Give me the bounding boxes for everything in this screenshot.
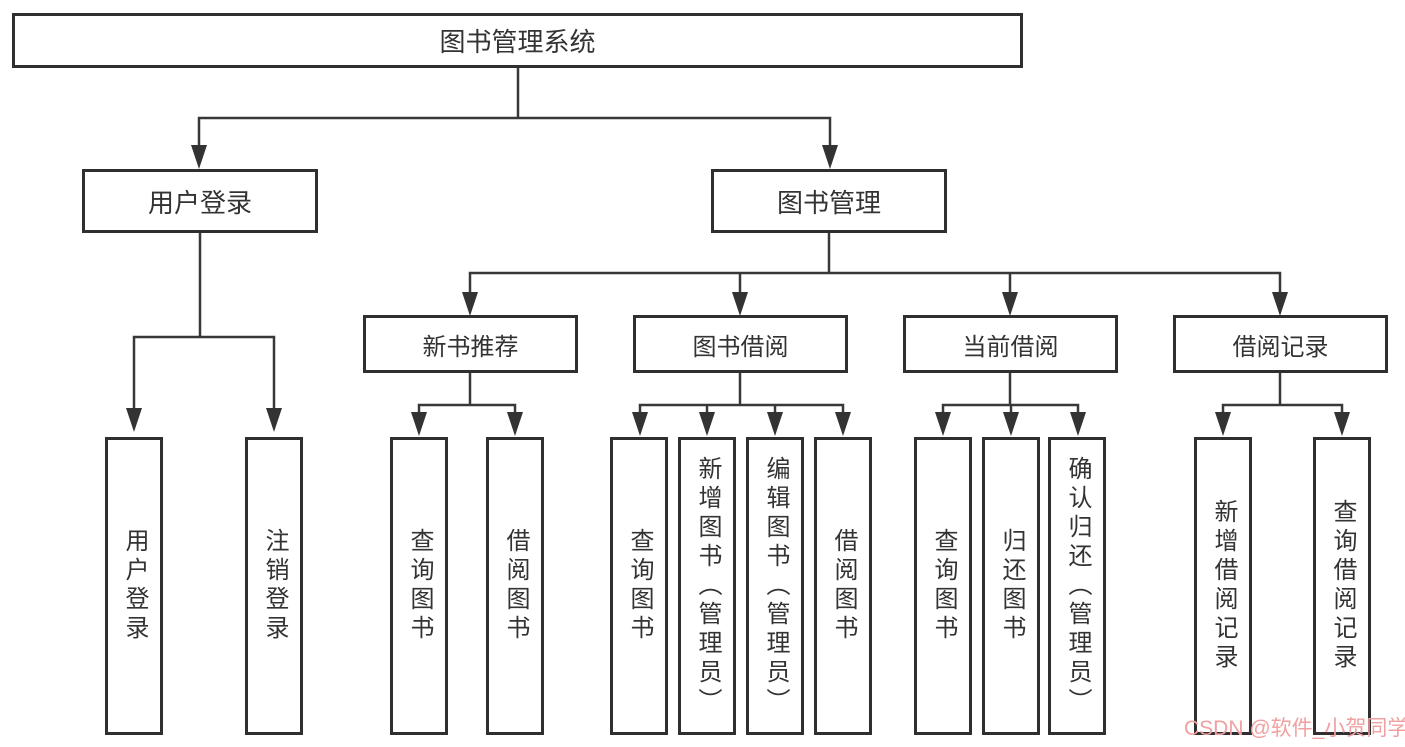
arrowhead-icon [191, 145, 207, 169]
arrowhead-icon [1003, 412, 1019, 436]
arrowhead-icon [767, 412, 783, 436]
node-borrow-record: 借阅记录 [1173, 315, 1388, 373]
arrowhead-icon [935, 412, 951, 436]
node-leaf-confirm-return-admin: 确认归还（管理员） [1048, 437, 1106, 735]
node-label: 确认归还（管理员） [1064, 455, 1091, 717]
node-label: 查询图书 [626, 528, 653, 644]
node-book-borrow: 图书借阅 [633, 315, 848, 373]
node-label: 查询图书 [406, 528, 433, 644]
node-new-book-recommend: 新书推荐 [363, 315, 578, 373]
node-leaf-add-borrow-record: 新增借阅记录 [1194, 437, 1252, 735]
node-label: 查询图书 [930, 528, 957, 644]
arrowheads [126, 145, 1350, 436]
node-label: 注销登录 [261, 528, 288, 644]
node-label: 新增借阅记录 [1210, 499, 1237, 673]
csdn-watermark: CSDN @软件_小贺同学 [1184, 717, 1405, 740]
node-label: 编辑图书（管理员） [762, 455, 789, 717]
node-leaf-return-books: 归还图书 [982, 437, 1040, 735]
node-label: 图书借阅 [692, 333, 789, 361]
node-leaf-edit-books-admin: 编辑图书（管理员） [746, 437, 804, 735]
arrowhead-icon [732, 292, 748, 316]
arrowhead-icon [699, 412, 715, 436]
connector-newbook-branch [417, 403, 517, 413]
node-label: 借阅记录 [1232, 333, 1329, 361]
arrowhead-icon [411, 412, 427, 436]
node-leaf-borrow-books: 借阅图书 [814, 437, 872, 735]
connector-level3-branch [468, 271, 1282, 293]
connector-borrow-branch [638, 403, 845, 413]
arrowhead-icon [632, 412, 648, 436]
arrowhead-icon [507, 412, 523, 436]
node-label: 新书推荐 [422, 333, 519, 361]
node-leaf-query-books-current: 查询图书 [914, 437, 972, 735]
node-leaf-logout: 注销登录 [245, 437, 303, 735]
node-leaf-query-borrow-record: 查询借阅记录 [1313, 437, 1371, 735]
node-book-management: 图书管理 [711, 169, 947, 233]
arrowhead-icon [462, 292, 478, 316]
node-label: 当前借阅 [962, 333, 1059, 361]
node-label: 借阅图书 [502, 528, 529, 644]
node-label: 图书管理 [776, 187, 881, 218]
node-label: 新增图书（管理员） [694, 455, 721, 717]
arrowhead-icon [126, 408, 142, 432]
node-leaf-add-books-admin: 新增图书（管理员） [678, 437, 736, 735]
arrowhead-icon [1334, 412, 1350, 436]
arrowhead-icon [822, 145, 838, 169]
node-label: 用户登录 [147, 187, 252, 218]
connector-level2-branch [197, 116, 832, 146]
arrowhead-icon [835, 412, 851, 436]
node-label: 用户登录 [121, 528, 148, 644]
node-label: 图书管理系统 [439, 27, 596, 57]
node-root: 图书管理系统 [12, 13, 1023, 68]
arrowhead-icon [1002, 292, 1018, 316]
node-label: 借阅图书 [830, 528, 857, 644]
connector-login-branch [132, 335, 276, 409]
node-user-login: 用户登录 [82, 169, 318, 233]
node-leaf-user-login: 用户登录 [105, 437, 163, 735]
node-label: 归还图书 [998, 528, 1025, 644]
node-label: 查询借阅记录 [1329, 499, 1356, 673]
arrowhead-icon [1070, 412, 1086, 436]
connector-record-branch [1221, 403, 1344, 413]
node-leaf-query-books-borrow: 查询图书 [610, 437, 668, 735]
node-current-borrow: 当前借阅 [903, 315, 1118, 373]
arrowhead-icon [1215, 412, 1231, 436]
node-leaf-borrow-books-newbook: 借阅图书 [486, 437, 544, 735]
arrowhead-icon [1272, 292, 1288, 316]
node-leaf-query-books-newbook: 查询图书 [390, 437, 448, 735]
arrowhead-icon [266, 408, 282, 432]
